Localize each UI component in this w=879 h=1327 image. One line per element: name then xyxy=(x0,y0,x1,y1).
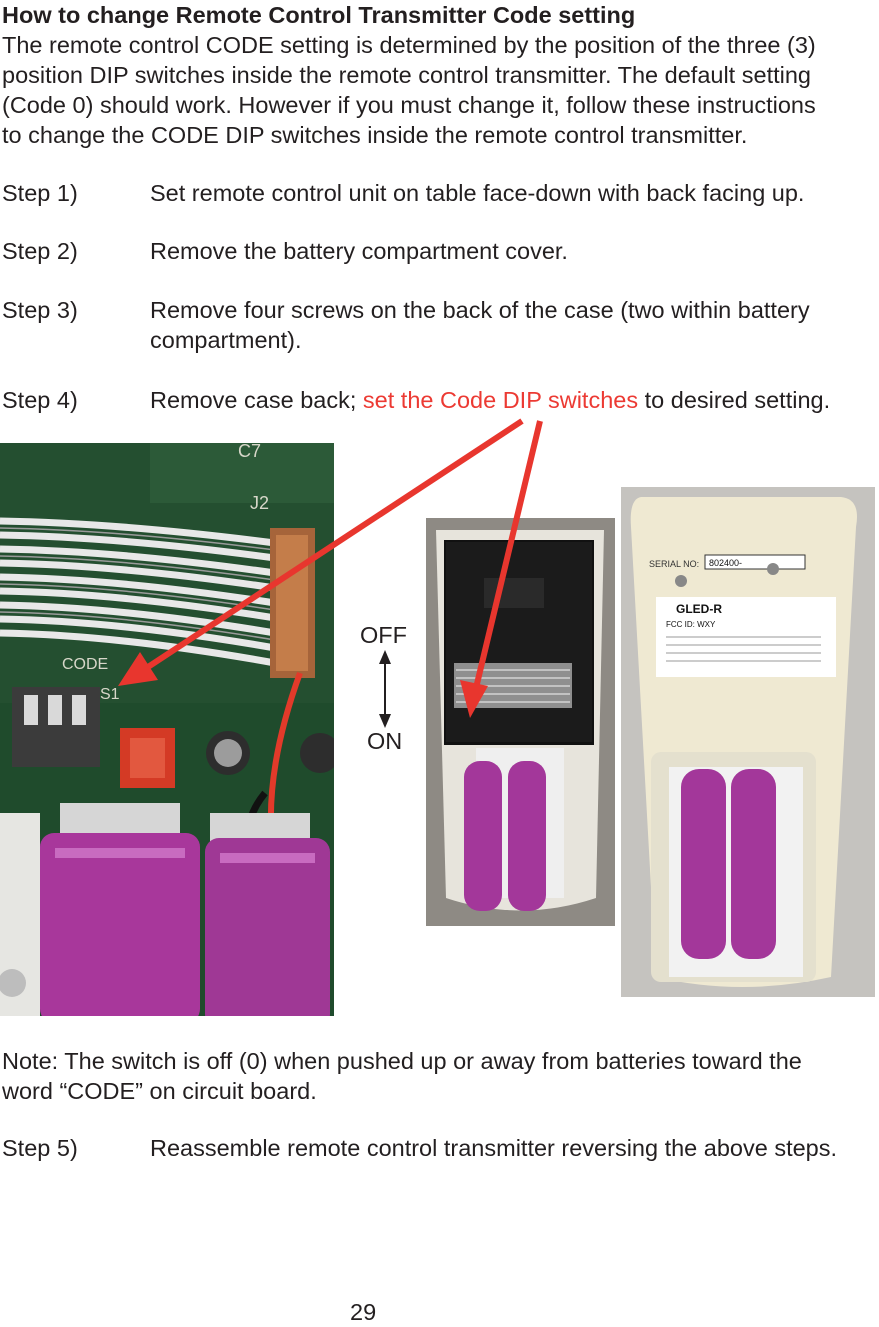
double-arrow-icon xyxy=(379,650,391,728)
step-4-text-before: Remove case back; xyxy=(150,387,363,413)
intro-line-2: position DIP switches inside the remote … xyxy=(2,62,811,88)
remote-back-illustration: SERIAL NO: 802400- GLED-R FCC ID: WXY xyxy=(621,487,875,997)
step-1-label: Step 1) xyxy=(2,180,78,206)
step-5-label: Step 5) xyxy=(2,1135,78,1161)
model-label: GLED-R xyxy=(676,602,722,616)
step-4-text-after: to desired setting. xyxy=(638,387,831,413)
note-line-1: Note: The switch is off (0) when pushed … xyxy=(2,1048,802,1074)
remote-open-photo xyxy=(426,518,615,926)
step-3-text: Remove four screws on the back of the ca… xyxy=(150,297,810,323)
board-label-c7: C7 xyxy=(238,443,261,461)
arrowhead-icon xyxy=(118,652,158,686)
step-2-text: Remove the battery compartment cover. xyxy=(150,238,568,264)
step-3-text-cont: compartment). xyxy=(150,327,302,353)
page-number: 29 xyxy=(350,1299,377,1325)
arrow-to-remote xyxy=(473,420,543,689)
board-label-code: CODE xyxy=(62,656,108,673)
step-5-text: Reassemble remote control transmitter re… xyxy=(150,1135,838,1161)
intro-line-1: The remote control CODE setting is deter… xyxy=(2,32,816,58)
circuit-board-illustration: C7 J2 CODE S1 xyxy=(0,443,334,1016)
step-1-text: Set remote control unit on table face-do… xyxy=(150,180,805,206)
on-label: ON xyxy=(367,728,403,754)
board-label-j2: J2 xyxy=(250,493,269,513)
arrowhead-icon xyxy=(460,680,488,718)
intro-line-3: (Code 0) should work. However if you mus… xyxy=(2,92,816,118)
note-line-2: word “CODE” on circuit board. xyxy=(2,1078,317,1104)
board-label-s1: S1 xyxy=(100,686,120,703)
circuit-board-photo: C7 J2 CODE S1 xyxy=(0,443,334,1016)
serial-label: SERIAL NO: xyxy=(649,559,699,569)
remote-open-illustration xyxy=(426,518,615,926)
step-4-text: Remove case back; set the Code DIP switc… xyxy=(150,385,830,415)
serial-value: 802400- xyxy=(709,558,742,568)
remote-back-photo: SERIAL NO: 802400- GLED-R FCC ID: WXY xyxy=(621,487,875,997)
step-2-label: Step 2) xyxy=(2,238,78,264)
step-3-label: Step 3) xyxy=(2,297,78,323)
step-4-highlight: set the Code DIP switches xyxy=(362,387,639,413)
step-4-label: Step 4) xyxy=(2,387,78,413)
off-label: OFF xyxy=(360,622,407,648)
intro-line-4: to change the CODE DIP switches inside t… xyxy=(2,122,748,148)
fcc-label: FCC ID: WXY xyxy=(666,620,716,629)
arrow-to-board xyxy=(146,418,524,670)
page-title: How to change Remote Control Transmitter… xyxy=(2,2,636,28)
